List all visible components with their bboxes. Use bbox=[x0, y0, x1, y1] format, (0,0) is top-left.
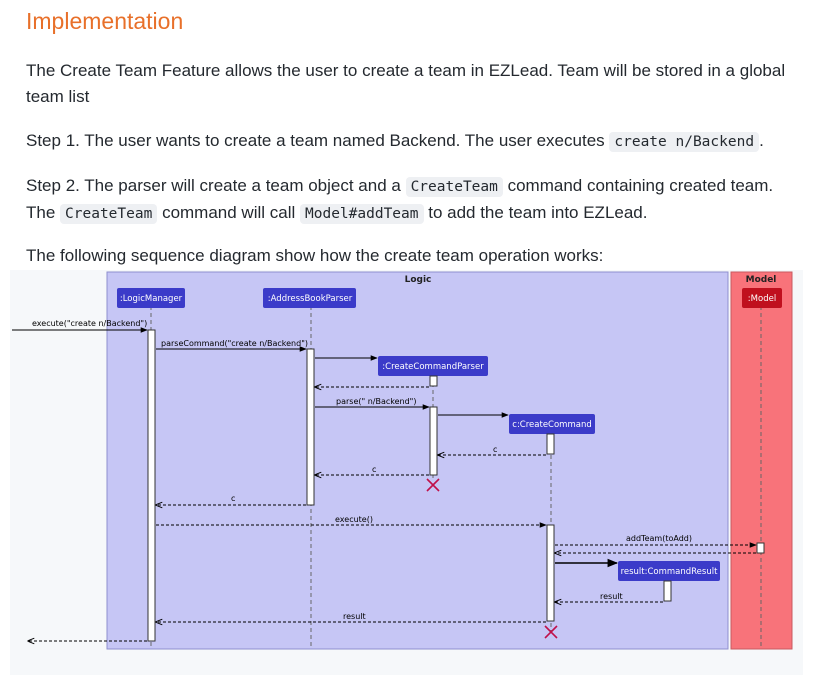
createteam-code-2: CreateTeam bbox=[60, 204, 158, 224]
activation-address-book-parser bbox=[306, 348, 315, 506]
label-return-c3: c bbox=[231, 494, 235, 503]
label-return-c2: c bbox=[372, 465, 376, 474]
section-heading: Implementation bbox=[26, 8, 184, 34]
model-participant bbox=[742, 288, 782, 308]
model-title: Model bbox=[746, 275, 777, 285]
create-command-parser-participant bbox=[378, 356, 488, 376]
address-book-parser-label: :AddressBookParser bbox=[268, 294, 353, 304]
label-execute-call: execute("create n/Backend") bbox=[32, 319, 147, 328]
label-result-return1: result bbox=[600, 592, 623, 601]
activation-command-result bbox=[663, 580, 672, 602]
step2-text-3: command will call bbox=[157, 203, 300, 222]
intro-paragraph: The Create Team Feature allows the user … bbox=[26, 61, 786, 106]
activation-cc-1 bbox=[546, 433, 555, 455]
message-labels: execute("create n/Backend") parseCommand… bbox=[32, 319, 692, 621]
step2-text-1: Step 2. The parser will create a team ob… bbox=[26, 176, 406, 195]
step2-text-4: to add the team into EZLead. bbox=[423, 203, 648, 222]
command-result-participant bbox=[618, 561, 720, 581]
logic-manager-participant bbox=[117, 288, 185, 308]
label-parse: parse(" n/Backend") bbox=[336, 397, 416, 406]
step1-end: . bbox=[759, 131, 764, 150]
model-addteam-code: Model#addTeam bbox=[300, 204, 424, 224]
activation-cc-2 bbox=[546, 524, 555, 622]
create-command-participant bbox=[509, 414, 595, 434]
sequence-diagram-container: Logic Model :LogicManager :AddressBookPa… bbox=[10, 270, 803, 675]
activation-ccp-1 bbox=[429, 375, 438, 387]
createteam-code-1: CreateTeam bbox=[405, 177, 503, 197]
label-execute: execute() bbox=[335, 515, 373, 524]
logic-box bbox=[106, 271, 729, 650]
activation-logic-manager bbox=[147, 329, 156, 642]
activation-ccp-2 bbox=[429, 406, 438, 476]
command-result-label: result:CommandResult bbox=[621, 567, 719, 577]
destroy-markers bbox=[426, 478, 558, 639]
logic-manager-label: :LogicManager bbox=[120, 294, 183, 304]
label-return-c1: c bbox=[493, 445, 497, 454]
step1-paragraph: Step 1. The user wants to create a team … bbox=[26, 128, 786, 155]
create-command-parser-label: :CreateCommandParser bbox=[382, 362, 484, 372]
destroy-create-command-parser bbox=[426, 478, 440, 492]
diagram-intro-paragraph: The following sequence diagram show how … bbox=[26, 246, 604, 265]
destroy-create-command bbox=[544, 625, 558, 639]
sequence-diagram: Logic Model :LogicManager :AddressBookPa… bbox=[12, 271, 793, 650]
create-command-label: c:CreateCommand bbox=[512, 420, 591, 430]
activation-model bbox=[756, 542, 765, 554]
step2-paragraph: Step 2. The parser will create a team ob… bbox=[26, 173, 786, 227]
step2-text-2: command containing created team. The bbox=[26, 176, 774, 222]
label-result-return2: result bbox=[343, 612, 366, 621]
model-label: :Model bbox=[748, 294, 776, 304]
create-command-code: create n/Backend bbox=[609, 132, 760, 152]
step1-text: Step 1. The user wants to create a team … bbox=[26, 131, 610, 150]
label-parse-command: parseCommand("create n/Backend") bbox=[161, 339, 308, 348]
address-book-parser-participant bbox=[263, 288, 356, 308]
activation-bars bbox=[147, 329, 765, 642]
logic-title: Logic bbox=[405, 275, 432, 285]
messages bbox=[12, 327, 757, 641]
label-add-team: addTeam(toAdd) bbox=[626, 534, 692, 543]
